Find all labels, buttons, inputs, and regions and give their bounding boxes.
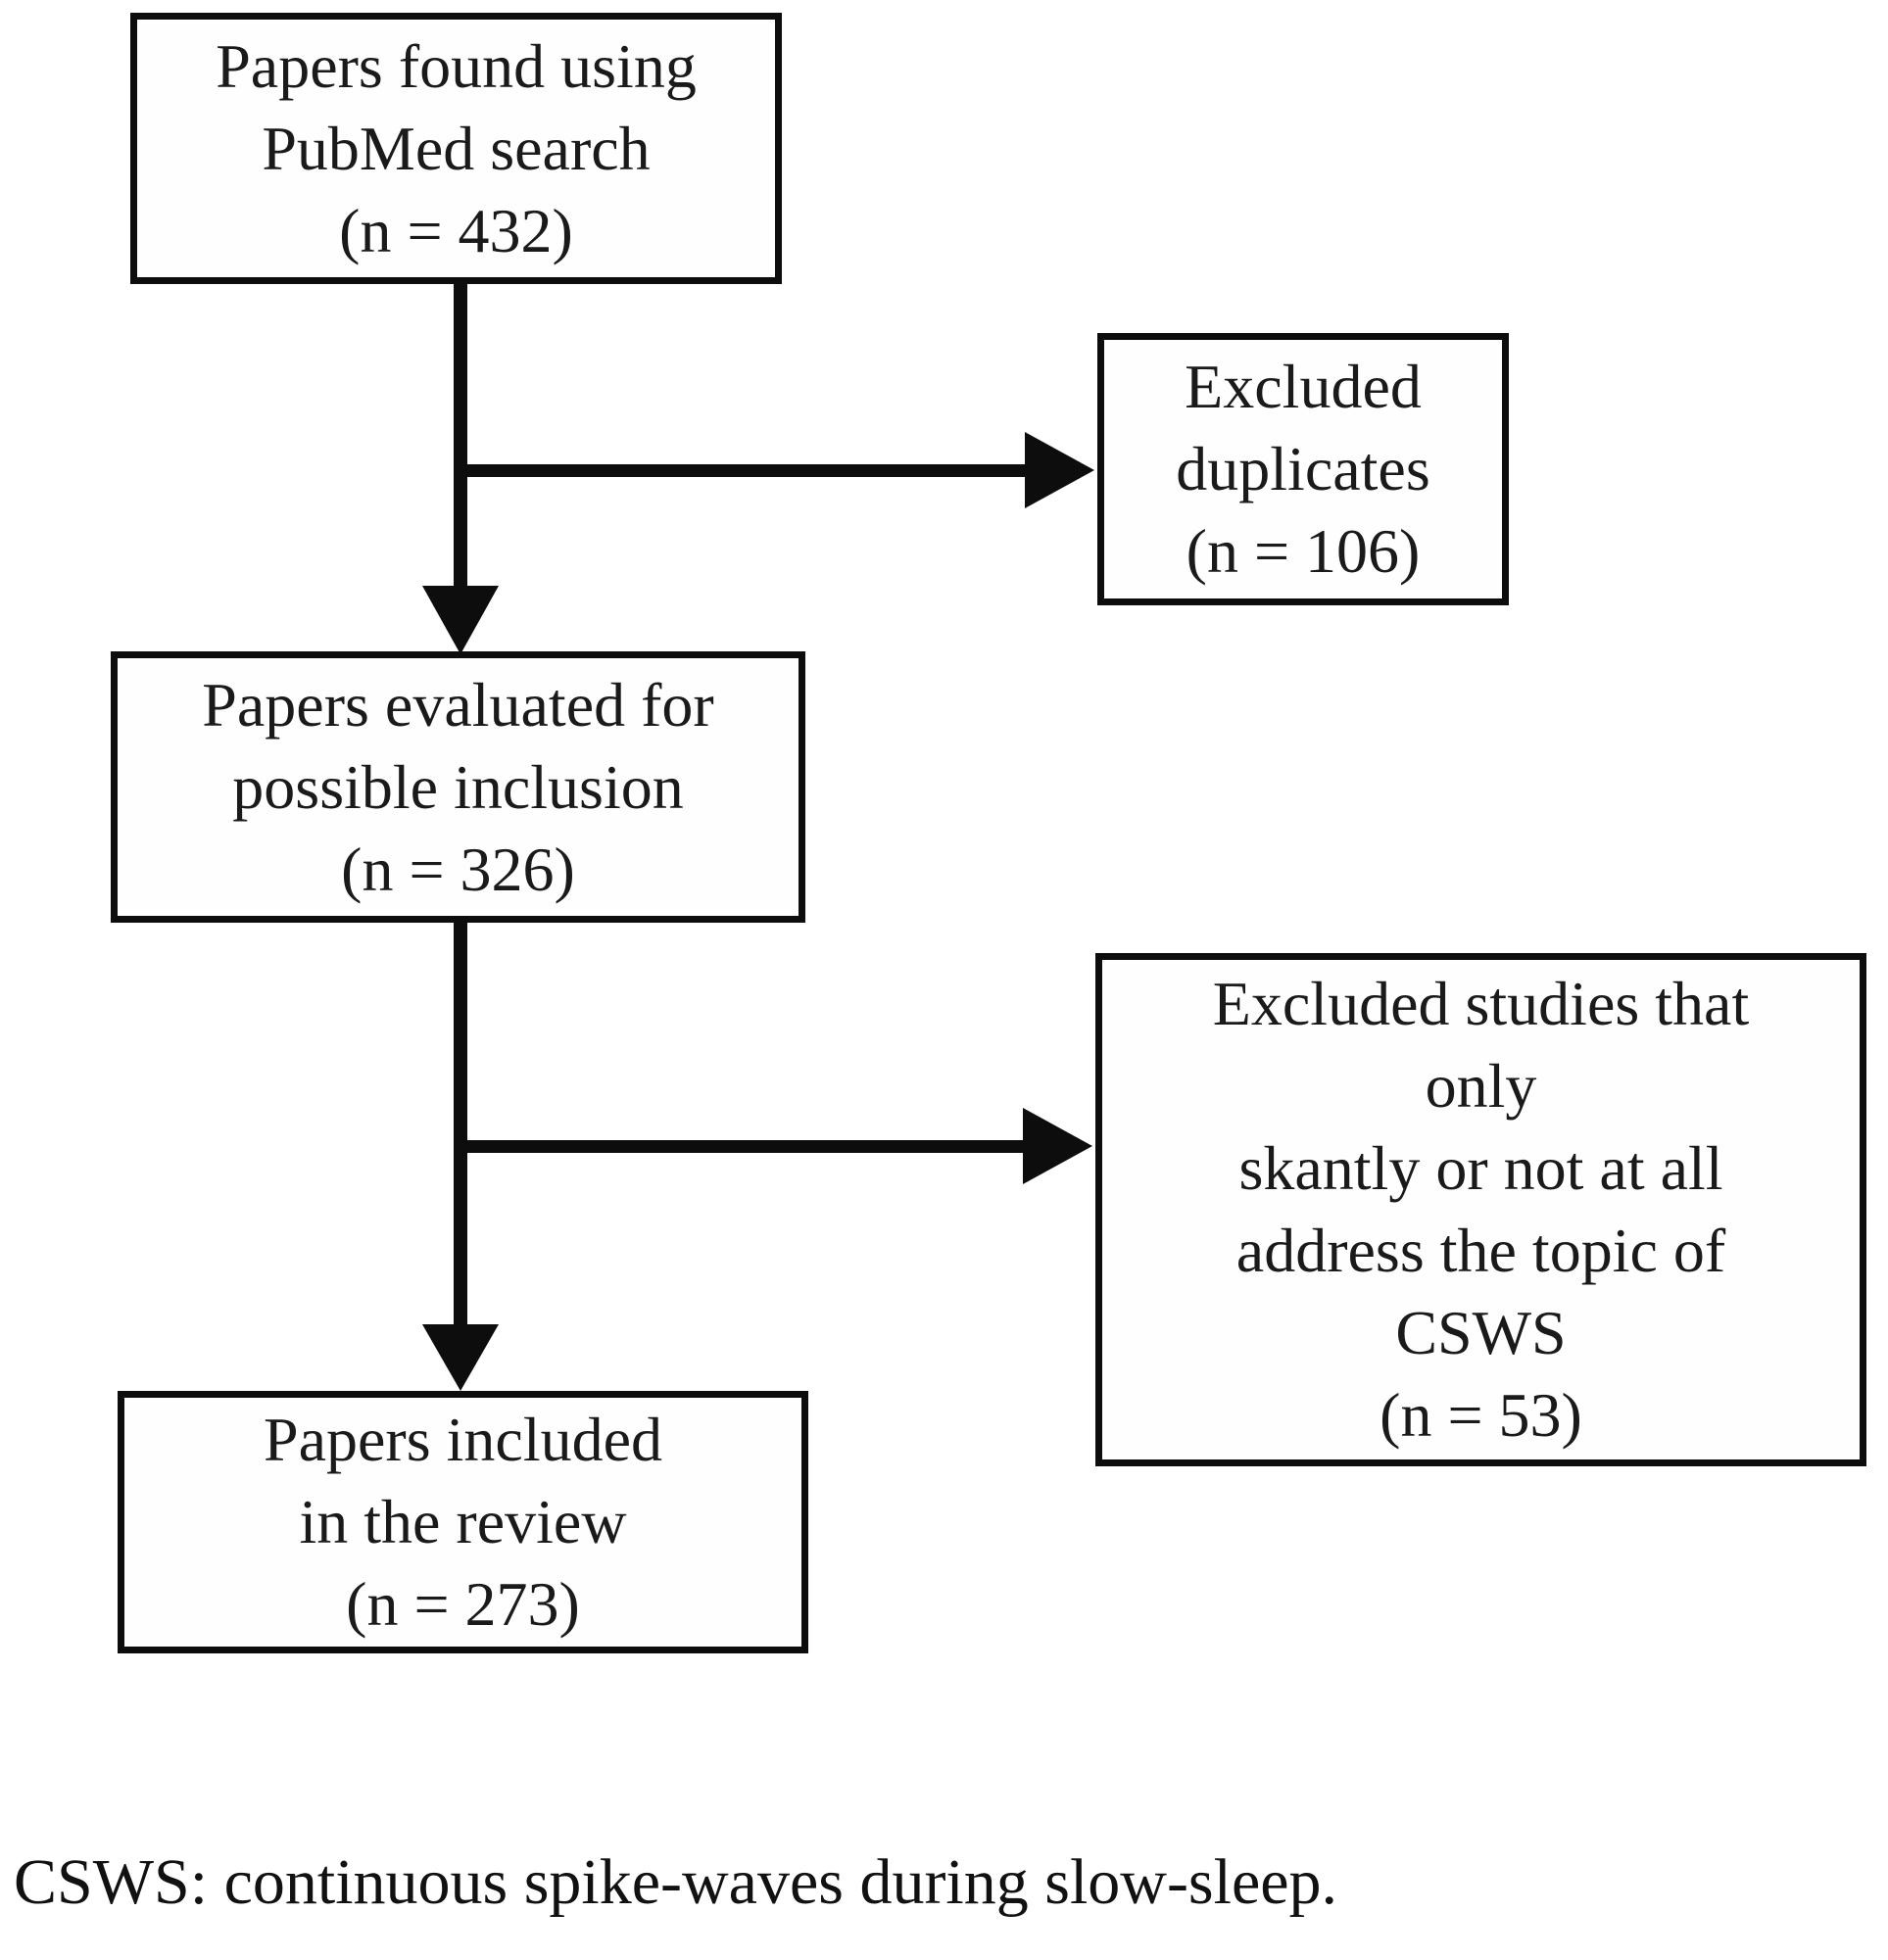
box-line: possible inclusion (232, 751, 684, 822)
box-line: Excluded studies that (1212, 969, 1750, 1038)
arrow-line (454, 1140, 1027, 1153)
arrow-branch-to-excluded (454, 1108, 1092, 1184)
box-line: skantly or not at all (1238, 1133, 1723, 1203)
footnote-abbreviation: CSWS: continuous spike-waves during slow… (14, 1846, 1338, 1918)
arrow-line (454, 919, 467, 1330)
box-line: PubMed search (262, 113, 651, 183)
box-line: in the review (299, 1487, 627, 1556)
box-excluded-studies: Excluded studies that only skantly or no… (1095, 953, 1866, 1466)
arrow-down-head (422, 1324, 499, 1391)
arrow-right-head (1023, 1108, 1092, 1184)
arrow-line (454, 464, 1030, 477)
box-line: address the topic of (1235, 1216, 1726, 1285)
arrow-found-to-evaluated (422, 280, 499, 654)
box-excluded-duplicates: Excluded duplicates (n = 106) (1097, 333, 1509, 605)
box-line: only (1425, 1051, 1537, 1121)
box-papers-found: Papers found using PubMed search (n = 43… (130, 13, 782, 284)
box-line: (n = 53) (1380, 1380, 1582, 1450)
arrow-branch-to-duplicates (454, 432, 1094, 508)
arrow-line (454, 280, 467, 592)
box-papers-included: Papers included in the review (n = 273) (118, 1391, 808, 1653)
box-line: (n = 106) (1186, 516, 1421, 586)
arrow-evaluated-to-included (422, 919, 499, 1391)
box-papers-evaluated: Papers evaluated for possible inclusion … (111, 651, 805, 923)
box-line: Papers included (264, 1405, 662, 1474)
box-line: (n = 432) (339, 195, 573, 265)
box-line: (n = 273) (346, 1569, 580, 1639)
box-line: duplicates (1176, 434, 1430, 503)
box-line: Papers evaluated for (202, 669, 714, 740)
box-line: Papers found using (216, 30, 697, 101)
arrow-down-head (422, 586, 499, 654)
box-line: Excluded (1185, 352, 1422, 421)
box-line: CSWS (1395, 1298, 1567, 1367)
box-line: (n = 326) (341, 834, 575, 904)
arrow-right-head (1025, 432, 1094, 508)
